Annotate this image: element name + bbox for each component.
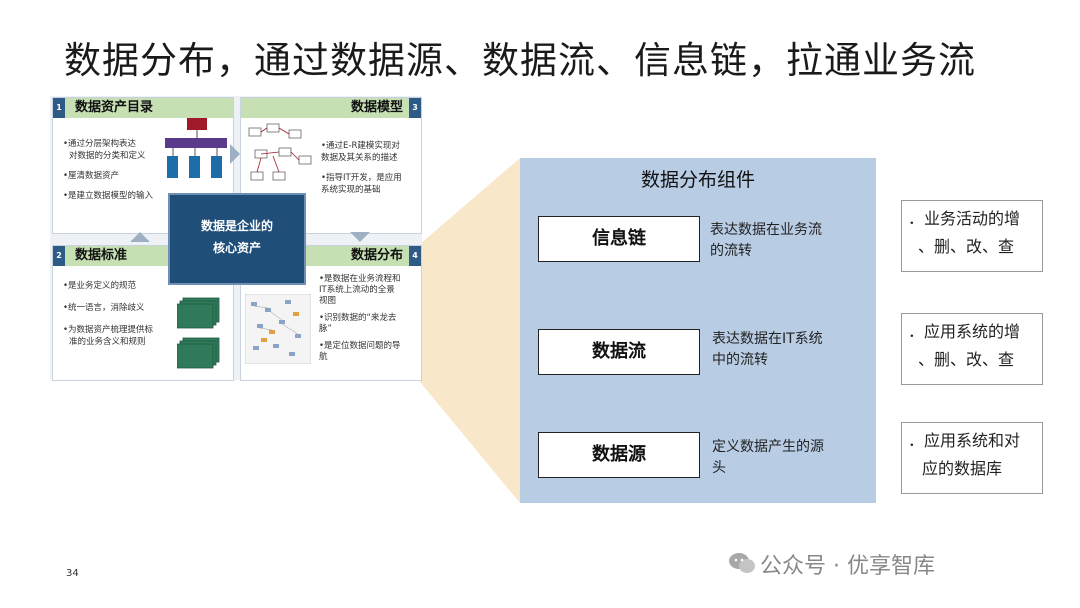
quadrant-number: 3	[409, 98, 421, 118]
bullet: •通过分层架构表达	[63, 139, 137, 149]
bullet: 视图	[319, 296, 337, 306]
scope-line: 、删、改、查	[918, 350, 1015, 369]
page-number: 34	[66, 568, 79, 579]
arrow-down-icon	[350, 232, 370, 242]
bullet: •识别数据的“来龙去	[319, 313, 397, 323]
cycle-arrows	[130, 144, 370, 242]
bullet: •是建立数据模型的输入	[63, 191, 154, 201]
panel-title: 数据分布组件	[640, 169, 755, 191]
bullet: 数据及其关系的描述	[321, 153, 398, 163]
bullet: 对数据的分类和定义	[69, 151, 146, 161]
scope-line: ．应用系统的增	[908, 322, 1021, 341]
bullet: •厘清数据资产	[63, 171, 120, 181]
scope-line: 、删、改、查	[918, 237, 1015, 256]
page-title: 数据分布，通过数据源、数据流、信息链，拉通业务流	[64, 39, 976, 82]
arrow-right-icon	[230, 144, 240, 164]
data-flow-description: 表达数据在IT系统 中的流转	[712, 329, 838, 371]
bullet: •是业务定义的规范	[63, 281, 137, 291]
bullet: •是数据在业务流程和	[319, 274, 401, 284]
desc-line: 头	[712, 460, 726, 476]
desc-line: 表达数据在业务流	[710, 222, 822, 238]
info-chain-box: 信息链	[538, 216, 700, 262]
core-asset-box: 数据是企业的 核心资产	[168, 193, 306, 285]
data-source-box: 数据源	[538, 432, 700, 478]
info-chain-scope-box: ．业务活动的增 、删、改、查	[901, 200, 1043, 272]
quadrant-title: 数据分布	[350, 248, 403, 263]
desc-line: 定义数据产生的源	[712, 439, 824, 455]
data-source-description: 定义数据产生的源 头	[712, 437, 838, 479]
scope-line: 应的数据库	[922, 459, 1003, 478]
quadrant-number: 2	[53, 246, 65, 266]
desc-line: 的流转	[710, 243, 752, 259]
quadrant-number: 1	[53, 98, 65, 118]
scope-line: ．应用系统和对	[908, 431, 1021, 450]
scope-line: ．业务活动的增	[908, 209, 1021, 228]
hierarchy-diagram-icon	[165, 118, 227, 178]
arrow-up-icon	[130, 232, 150, 242]
quadrant-number: 4	[409, 246, 421, 266]
bullet: •统一语言，消除歧义	[63, 303, 145, 313]
watermark: 公众号 · 优享智库	[760, 554, 935, 579]
quadrant-title: 数据模型	[350, 100, 403, 115]
bullet: IT系统上流动的全景	[319, 285, 395, 295]
document-stack-icon	[177, 297, 220, 369]
bullet: 系统实现的基础	[321, 185, 381, 195]
bullet: •指导IT开发，是应用	[321, 173, 402, 183]
quadrant-title: 数据资产目录	[75, 100, 154, 115]
quadrant-title: 数据标准	[75, 248, 128, 263]
distribution-map-icon	[245, 294, 311, 364]
desc-line: 表达数据在IT系统	[712, 331, 823, 347]
bullet: 航	[319, 352, 328, 362]
center-line: 数据是企业的	[200, 219, 273, 233]
data-flow-scope-box: ．应用系统的增 、删、改、查	[901, 313, 1043, 385]
bullet: •为数据资产梳理提供标	[63, 325, 154, 335]
bullet: •是定位数据问题的导	[319, 341, 401, 351]
bullet: 准的业务含义和规则	[69, 337, 146, 347]
center-line: 核心资产	[212, 241, 261, 255]
data-source-scope-box: ．应用系统和对 应的数据库	[901, 422, 1043, 494]
data-flow-box: 数据流	[538, 329, 700, 375]
wechat-icon	[729, 553, 755, 573]
bullet: •通过E-R建模实现对	[321, 141, 400, 151]
desc-line: 中的流转	[712, 352, 768, 368]
er-model-icon	[248, 123, 312, 181]
info-chain-description: 表达数据在业务流 的流转	[710, 220, 836, 262]
bullet: 脉”	[319, 324, 332, 334]
